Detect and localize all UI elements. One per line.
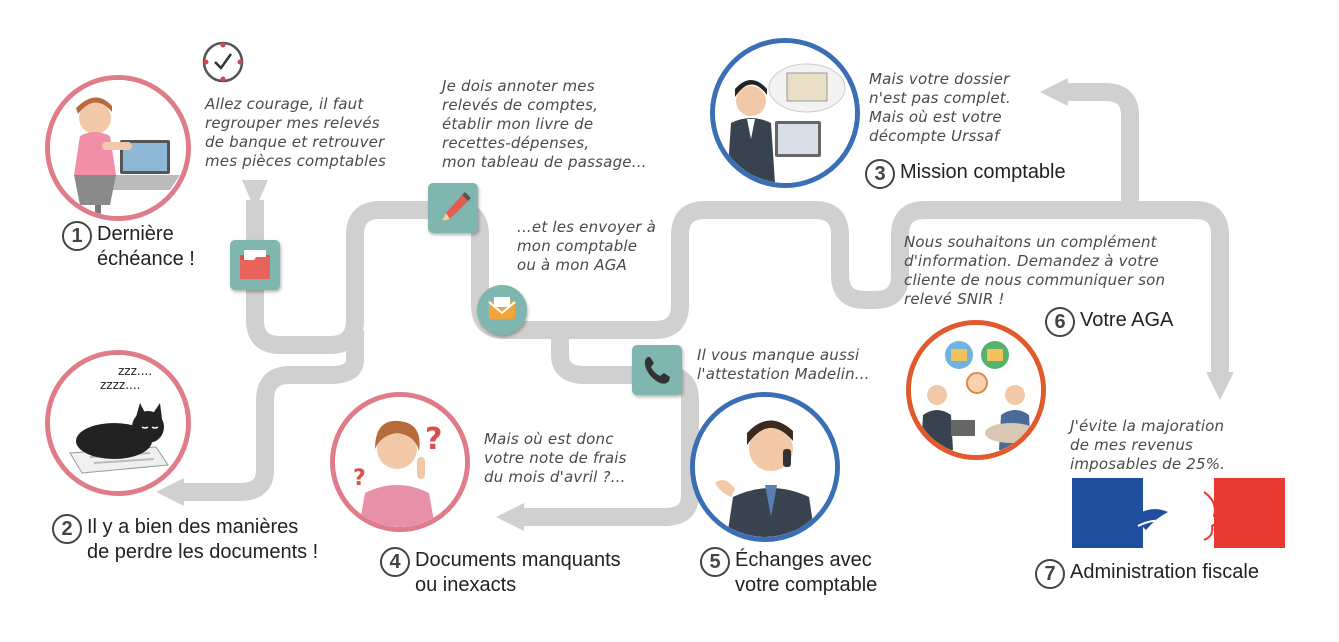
- step-4: 4 Documents manquants ou inexacts: [380, 547, 621, 598]
- step-5: 5 Échanges avec votre comptable: [700, 547, 878, 598]
- zzz-text: zzz.... zzzz....: [100, 364, 153, 392]
- step-7-label: Administration fiscale: [1070, 561, 1259, 583]
- sleeping-cat-illustration: [45, 350, 191, 496]
- folder-icon: [230, 240, 280, 290]
- step-1: 1 Dernière échéance !: [62, 221, 195, 272]
- step-1-number: 1: [62, 221, 92, 251]
- phone-icon: [632, 345, 682, 395]
- clock-icon: [201, 40, 245, 84]
- step-4-number: 4: [380, 547, 410, 577]
- step-2-label: Il y a bien des manières de perdre les d…: [87, 516, 319, 563]
- envelope-icon: [477, 285, 527, 335]
- aga-illustration: [906, 320, 1046, 460]
- svg-text:?: ?: [425, 422, 442, 457]
- step-6: 6 Votre AGA: [1045, 307, 1174, 337]
- step-2-number: 2: [52, 514, 82, 544]
- confused-woman-illustration: ? ?: [330, 392, 470, 532]
- step-3: 3 Mission comptable: [865, 159, 1066, 189]
- pencil-icon: [428, 183, 478, 233]
- man-on-phone-illustration: [690, 392, 840, 542]
- step-5-number: 5: [700, 547, 730, 577]
- step-3-number: 3: [865, 159, 895, 189]
- step-4-label: Documents manquants ou inexacts: [415, 549, 621, 596]
- woman-at-desk-illustration: [45, 75, 191, 221]
- step-5-label: Échanges avec votre comptable: [735, 549, 878, 596]
- accountant-illustration: [710, 38, 860, 188]
- svg-text:?: ?: [353, 466, 366, 491]
- step-7-number: 7: [1035, 559, 1065, 589]
- step-6-number: 6: [1045, 307, 1075, 337]
- step-6-label: Votre AGA: [1080, 309, 1174, 331]
- step-3-label: Mission comptable: [900, 161, 1066, 183]
- step-7: 7 Administration fiscale: [1035, 559, 1259, 589]
- step-2: 2 Il y a bien des manières de perdre les…: [52, 514, 319, 565]
- marianne-logo: [1072, 478, 1285, 548]
- step-1-label: Dernière échéance !: [97, 223, 195, 270]
